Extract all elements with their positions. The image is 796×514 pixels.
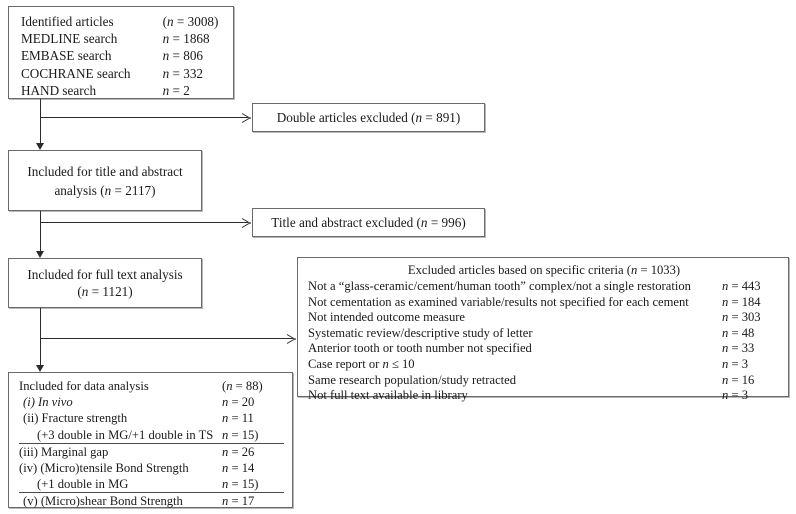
row-value: n = 15) (214, 476, 284, 494)
row-value: (n = 88) (222, 379, 263, 393)
title-abstract-line-1: Included for title and abstract (27, 163, 183, 179)
row-value: n = 3 (722, 356, 748, 371)
row-value: n = 17 (222, 494, 255, 509)
connector-vertical-1 (40, 99, 41, 145)
table-row: Included for data analysis (n = 88) (19, 378, 284, 394)
box-included-full-text: Included for full text analysis (n = 112… (8, 258, 202, 308)
row-label: COCHRANE search (21, 65, 131, 81)
row-value: (n = 3008) (162, 14, 219, 29)
box-included-title-abstract: Included for title and abstract analysis… (8, 150, 202, 211)
row-label: (+1 double in MG (19, 476, 214, 494)
connector-horizontal-1 (40, 117, 248, 118)
full-text-line-1: Included for full text analysis (27, 266, 183, 282)
arrowhead-right-icon (287, 333, 296, 344)
connector-vertical-3 (40, 308, 41, 367)
table-row: Not cementation as examined variable/res… (308, 295, 780, 311)
row-value: n = 1868 (162, 31, 210, 47)
row-value: n = 48 (722, 325, 755, 340)
row-label: Case report or n ≤ 10 (308, 356, 415, 371)
row-label: HAND search (21, 82, 97, 98)
table-row: Identified articles (n = 3008) (21, 13, 223, 30)
table-row: EMBASE search n = 806 (21, 47, 223, 64)
criteria-heading: Excluded articles based on specific crit… (407, 263, 681, 277)
table-row: COCHRANE search n = 332 (21, 65, 223, 82)
row-label: Systematic review/descriptive study of l… (308, 325, 533, 340)
box-title-abstract-excluded: Title and abstract excluded (n = 996) (252, 208, 485, 237)
table-row: (iii) Marginal gap n = 26 (19, 443, 284, 460)
box-included-data-analysis: Included for data analysis (n = 88) (i) … (8, 372, 293, 508)
row-label: Not intended outcome measure (308, 310, 466, 325)
table-row: Not a “glass-ceramic/cement/human tooth”… (308, 279, 780, 295)
arrowhead-down-icon (36, 365, 44, 372)
table-row: Case report or n ≤ 10 n = 3 (308, 357, 780, 373)
row-label: (i) In vivo (23, 395, 73, 410)
box-double-articles-excluded: Double articles excluded (n = 891) (252, 103, 485, 132)
row-label: Not a “glass-ceramic/cement/human tooth”… (308, 279, 691, 293)
criteria-table: Not a “glass-ceramic/cement/human tooth”… (308, 279, 780, 404)
arrowhead-down-icon (36, 251, 44, 258)
arrowhead-right-icon (242, 217, 251, 228)
row-label: Not cementation as examined variable/res… (308, 294, 689, 309)
row-value: n = 303 (722, 310, 761, 325)
data-analysis-table: Included for data analysis (n = 88) (i) … (19, 378, 284, 510)
row-label: (ii) Fracture strength (23, 411, 128, 426)
row-value: n = 15) (214, 426, 284, 444)
connector-horizontal-3 (40, 338, 293, 339)
table-row: HAND search n = 2 (21, 82, 223, 99)
title-abstract-excluded-caption: Title and abstract excluded (n = 996) (271, 214, 466, 230)
row-value: n = 11 (222, 411, 254, 426)
table-row: (+3 double in MG/+1 double in TS n = 15) (19, 426, 284, 444)
row-value: n = 14 (222, 461, 255, 476)
row-label: Same research population/study retracted (308, 372, 517, 387)
row-label: Included for data analysis (19, 379, 149, 393)
table-row: (ii) Fracture strength n = 11 (19, 410, 284, 426)
row-label: (iv) (Micro)tensile Bond Strength (19, 461, 189, 476)
table-row: Same research population/study retracted… (308, 373, 780, 389)
table-row: Not full text available in library n = 3 (308, 388, 780, 404)
row-value: n = 806 (162, 48, 204, 64)
table-row: (v) (Micro)shear Bond Strength n = 17 (19, 493, 284, 510)
full-text-line-2: (n = 1121) (77, 284, 133, 299)
row-value: n = 26 (222, 444, 255, 459)
row-label: (v) (Micro)shear Bond Strength (23, 494, 183, 509)
row-label: Identified articles (21, 14, 114, 29)
box-excluded-specific-criteria: Excluded articles based on specific crit… (297, 257, 789, 402)
row-label: Not full text available in library (308, 388, 468, 403)
title-abstract-line-2: analysis (n = 2117) (54, 182, 156, 198)
row-value: n = 33 (722, 341, 755, 356)
connector-vertical-2 (40, 211, 41, 253)
connector-horizontal-2 (40, 222, 248, 223)
table-row: (i) In vivo n = 20 (19, 394, 284, 410)
row-value: n = 443 (722, 279, 761, 293)
row-label: Anterior tooth or tooth number not speci… (308, 341, 532, 356)
table-row: Systematic review/descriptive study of l… (308, 326, 780, 342)
row-value: n = 332 (162, 65, 204, 81)
table-row: (+1 double in MG n = 15) (19, 476, 284, 494)
double-excluded-caption: Double articles excluded (n = 891) (276, 109, 461, 125)
row-label: (+3 double in MG/+1 double in TS (19, 426, 214, 444)
table-row: MEDLINE search n = 1868 (21, 30, 223, 47)
arrowhead-right-icon (242, 112, 251, 123)
row-label: MEDLINE search (21, 31, 118, 47)
table-row: (iv) (Micro)tensile Bond Strength n = 14 (19, 460, 284, 476)
row-label: (iii) Marginal gap (19, 444, 109, 459)
table-row: Not intended outcome measure n = 303 (308, 310, 780, 326)
identified-articles-table: Identified articles (n = 3008) MEDLINE s… (21, 13, 223, 99)
row-label: EMBASE search (21, 48, 112, 64)
row-value: n = 184 (722, 294, 761, 309)
row-value: n = 2 (162, 82, 190, 98)
arrowhead-down-icon (36, 143, 44, 150)
row-value: n = 3 (722, 388, 748, 403)
table-row: Anterior tooth or tooth number not speci… (308, 341, 780, 357)
box-identified-articles: Identified articles (n = 3008) MEDLINE s… (8, 6, 234, 99)
row-value: n = 16 (722, 372, 755, 387)
row-value: n = 20 (222, 395, 255, 410)
